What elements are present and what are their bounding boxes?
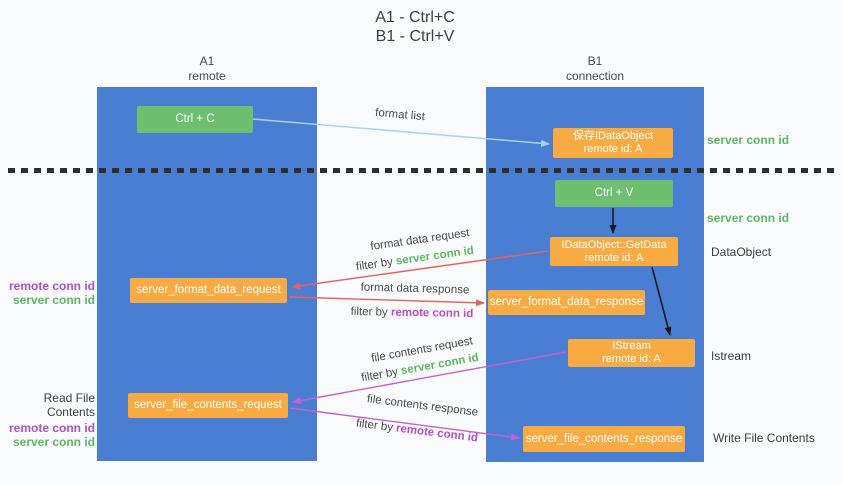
node-ctrl-c: Ctrl + C [137, 106, 253, 133]
node-ctrl-v: Ctrl + V [555, 180, 673, 207]
arrow-format-list [252, 118, 550, 147]
label-istream: Istream [711, 349, 752, 363]
node-server-file-contents-response: server_file_contents_response [523, 426, 685, 452]
format-resp-label: server_format_data_response [489, 296, 644, 308]
arrow-format-data-request [291, 250, 549, 290]
column-a1-subtitle: remote [188, 69, 226, 83]
getdata-line1: IDataObject::GetData [561, 238, 667, 251]
column-a1-name: A1 [199, 54, 215, 68]
arrow-file-contents-request [292, 351, 567, 405]
column-b1-name: B1 [587, 54, 603, 68]
column-header-a1: A1 remote [97, 54, 317, 84]
save-idataobject-line1: 保存IDataObject [572, 130, 654, 142]
node-server-file-contents-request: server_file_contents_request [128, 393, 288, 418]
ctrl-c-label: Ctrl + C [175, 113, 215, 125]
label-read-file-contents: Read File Contents [43, 391, 95, 419]
getdata-line2: remote id: A [584, 251, 644, 264]
ctrl-v-label: Ctrl + V [594, 187, 634, 199]
label-remote-conn-id-top: remote conn id [8, 279, 95, 293]
file-resp-label: server_file_contents_response [525, 432, 683, 445]
label-dataobject: DataObject [711, 245, 772, 259]
file-req-label: server_file_contents_request [134, 399, 282, 411]
filter-by-text-2: filter by [350, 305, 392, 319]
istream-line2: remote id: A [602, 353, 661, 365]
label-server-conn-id-mid: server conn id [707, 211, 790, 225]
title-line-1: A1 - Ctrl+C [375, 9, 455, 26]
label-write-file-contents: Write File Contents [713, 431, 815, 445]
label-server-conn-id-top: server conn id [707, 133, 790, 147]
filter-remote-conn-id-1: remote conn id [390, 306, 474, 321]
column-b1-subtitle: connection [565, 69, 625, 83]
save-idataobject-line2: remote id: A [583, 143, 643, 155]
label-server-conn-id-left-bottom: server conn id [12, 435, 95, 449]
left-label-block-bottom: Read File Contents remote conn id server… [0, 391, 95, 449]
format-req-label: server_format_data_request [136, 284, 281, 296]
node-server-format-data-response: server_format_data_response [488, 290, 645, 315]
node-idataobject-getdata: IDataObject::GetData remote id: A [550, 237, 678, 266]
node-save-idataobject: 保存IDataObject remote id: A [553, 128, 673, 158]
left-label-block-top: remote conn id server conn id [0, 279, 95, 307]
node-server-format-data-request: server_format_data_request [130, 278, 287, 303]
label-remote-conn-id-bottom: remote conn id [8, 421, 95, 435]
dotted-separator-line [8, 168, 835, 173]
arrow-file-contents-response [289, 407, 520, 441]
arrow-format-data-response [288, 296, 485, 307]
diagram-title: A1 - Ctrl+C B1 - Ctrl+V [310, 8, 520, 46]
node-istream: IStream remote id: A [568, 339, 695, 367]
column-header-b1: B1 connection [486, 54, 704, 84]
arrow-getdata-to-istream [651, 266, 672, 336]
label-server-conn-id-left-top: server conn id [12, 293, 95, 307]
title-line-2: B1 - Ctrl+V [375, 28, 455, 45]
istream-line1: IStream [612, 340, 651, 352]
